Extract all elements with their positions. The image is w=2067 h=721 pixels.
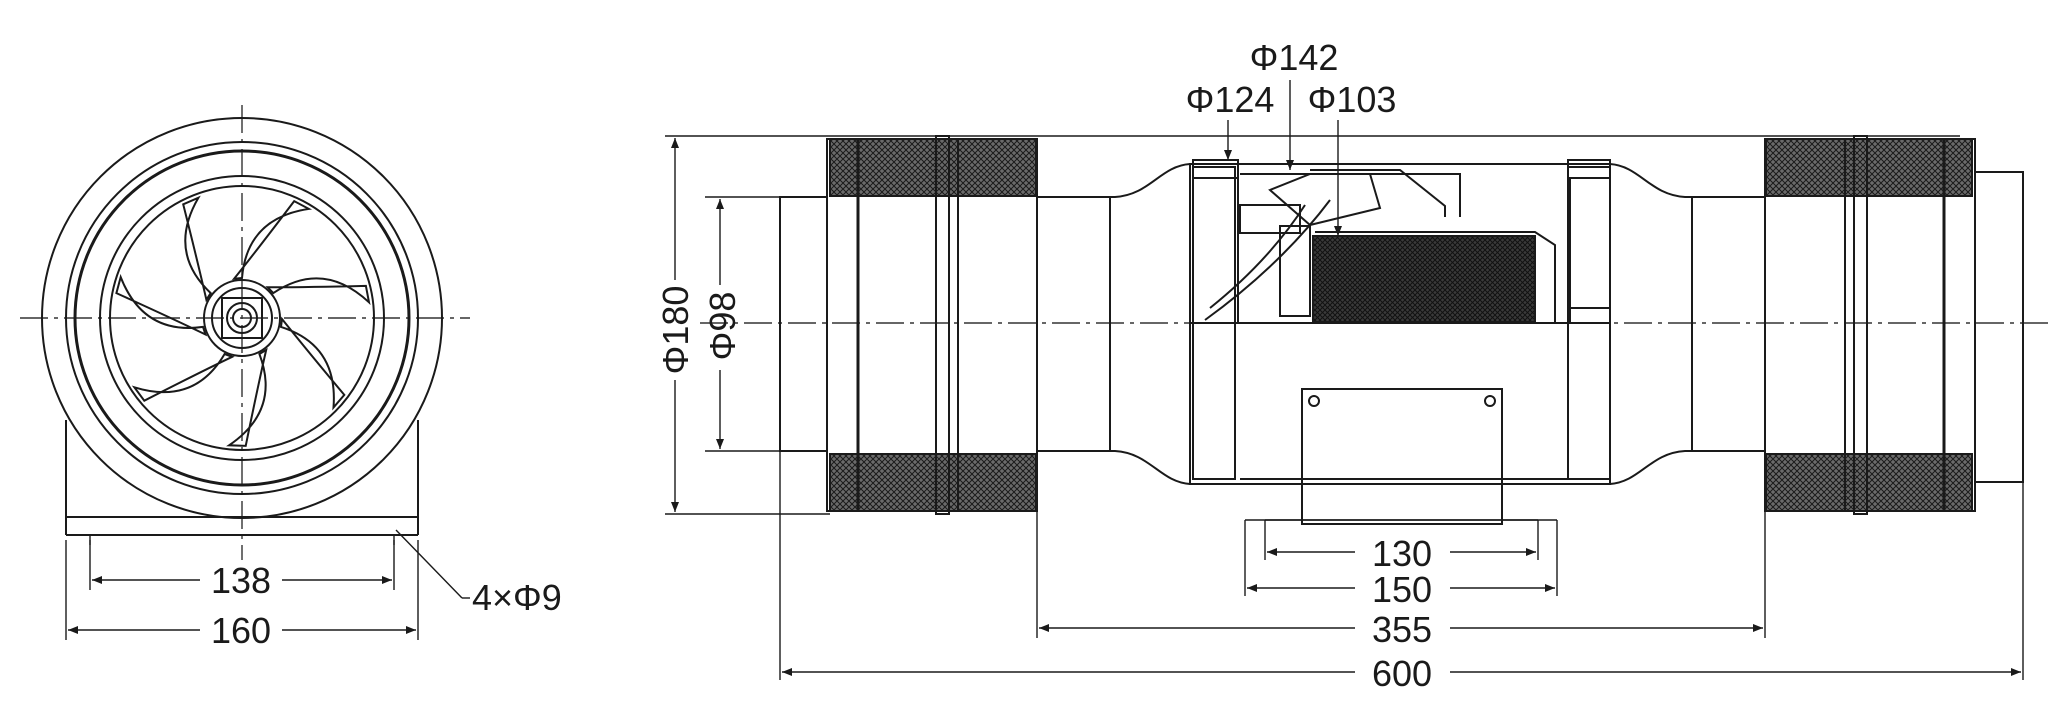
dim-phi103-label: Φ103 [1308, 79, 1397, 120]
dim-phi98-label: Φ98 [702, 292, 743, 361]
dim-phi124-label: Φ124 [1186, 79, 1275, 120]
dim-phi180: Φ180 [655, 135, 1960, 515]
dim-160-label: 160 [211, 610, 271, 651]
front-impeller-ring-outer [99, 175, 385, 461]
front-hub-inner [211, 287, 273, 349]
dim-phi124: Φ124 [1186, 79, 1275, 160]
dim-600-label: 600 [1372, 653, 1432, 694]
right-cone [1609, 163, 1766, 485]
impeller-blade [131, 352, 235, 402]
dim-355-label: 355 [1372, 609, 1432, 650]
dim-holes-label: 4×Φ9 [472, 577, 562, 618]
front-hub-nut-outer [226, 302, 258, 334]
front-housing-ring-2 [65, 141, 419, 495]
front-housing-outer-ring [41, 117, 443, 519]
left-cone [1036, 163, 1191, 485]
impeller-blade [226, 347, 268, 447]
motor-body [1189, 159, 1611, 485]
right-mesh-bottom [1765, 453, 1973, 512]
dim-phi142-label: Φ142 [1250, 37, 1339, 78]
right-spigot [1974, 171, 2024, 483]
left-spigot [779, 196, 828, 452]
dim-130: 130 [1264, 519, 1539, 574]
front-hub-outer [203, 279, 281, 357]
impeller-blade [265, 277, 371, 306]
dim-phi180-label: Φ180 [655, 286, 696, 375]
dim-150-label: 150 [1372, 569, 1432, 610]
dim-150: 150 [1244, 519, 1558, 610]
left-mesh-top [829, 138, 1037, 197]
dim-holes-leader: 4×Φ9 [395, 529, 562, 618]
front-hub-nut-inner [232, 308, 252, 328]
dim-138-label: 138 [211, 560, 271, 601]
dim-355: 355 [1036, 451, 1766, 650]
impeller-blade [115, 273, 208, 337]
impeller-blade [279, 316, 346, 411]
front-hub-square [221, 297, 263, 339]
dim-phi103: Φ103 [1308, 79, 1397, 236]
motor-winding [1312, 235, 1536, 323]
left-mesh-bottom [829, 453, 1037, 512]
dim-phi98: Φ98 [702, 196, 780, 452]
right-mesh-top [1765, 138, 1973, 197]
impeller-blade [182, 195, 212, 303]
dim-138: 138 [89, 540, 395, 601]
dim-600: 600 [779, 451, 2024, 694]
dim-phi142: Φ142 [1250, 37, 1339, 170]
front-impeller-blades [115, 195, 371, 447]
dim-160: 160 [65, 540, 419, 651]
front-view: 138 160 4×Φ9 [20, 105, 562, 651]
mounting-plate [1301, 388, 1503, 525]
dim-130-label: 130 [1372, 533, 1432, 574]
front-impeller-ring-inner [109, 185, 375, 451]
side-view: Φ142 Φ124 Φ103 Φ180 Φ98 [655, 37, 2050, 694]
impeller-blade [231, 199, 313, 281]
front-housing-ring-3 [73, 149, 411, 487]
